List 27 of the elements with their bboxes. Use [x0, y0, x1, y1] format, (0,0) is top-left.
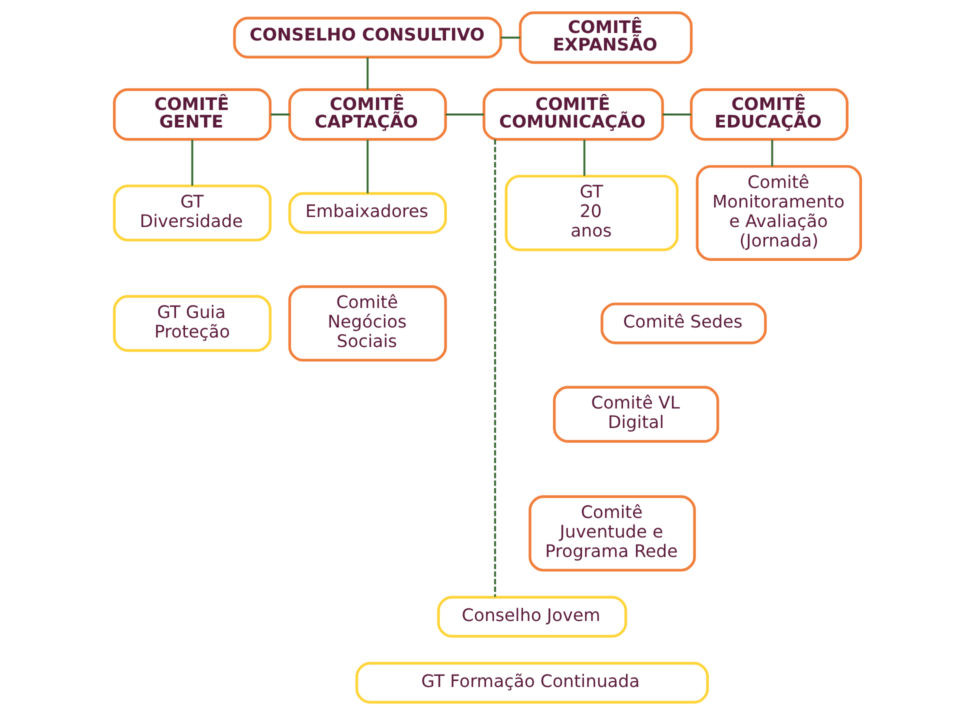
connector	[190, 140, 193, 186]
node-box: Embaixadores	[288, 192, 446, 234]
node-box: GT Formação Continuada	[354, 662, 708, 704]
node-box: GT Guia Proteção	[112, 294, 272, 352]
node-box: Comitê Juventude e Programa Rede	[528, 495, 696, 572]
node-box: GT 20 anos	[504, 174, 678, 252]
node-box: Comitê Monitoramento e Avaliação (Jornada)	[695, 165, 862, 261]
connector	[582, 140, 585, 176]
connector	[770, 140, 773, 166]
node-box: COMITÊ GENTE	[112, 88, 272, 141]
node-box: COMITÊ COMUNICAÇÃO	[482, 88, 664, 141]
node-box: GT Diversidade	[112, 184, 272, 242]
connector	[662, 114, 691, 116]
node-box: Comitê Negócios Sociais	[288, 285, 446, 362]
node-box: Conselho Jovem	[436, 596, 627, 638]
connector	[270, 114, 290, 116]
connector	[494, 139, 496, 597]
connector	[500, 36, 520, 39]
node-box: Comitê Sedes	[600, 302, 766, 344]
node-box: COMITÊ EDUCAÇÃO	[689, 88, 848, 141]
node-box: COMITÊ EXPANSÃO	[518, 11, 692, 64]
node-box: CONSELHO CONSULTIVO	[232, 16, 502, 58]
connector	[366, 57, 368, 90]
node-box: Comitê VL Digital	[552, 386, 719, 443]
connector	[366, 140, 368, 194]
node-box: COMITÊ CAPTAÇÃO	[288, 88, 446, 141]
connector	[445, 114, 484, 116]
